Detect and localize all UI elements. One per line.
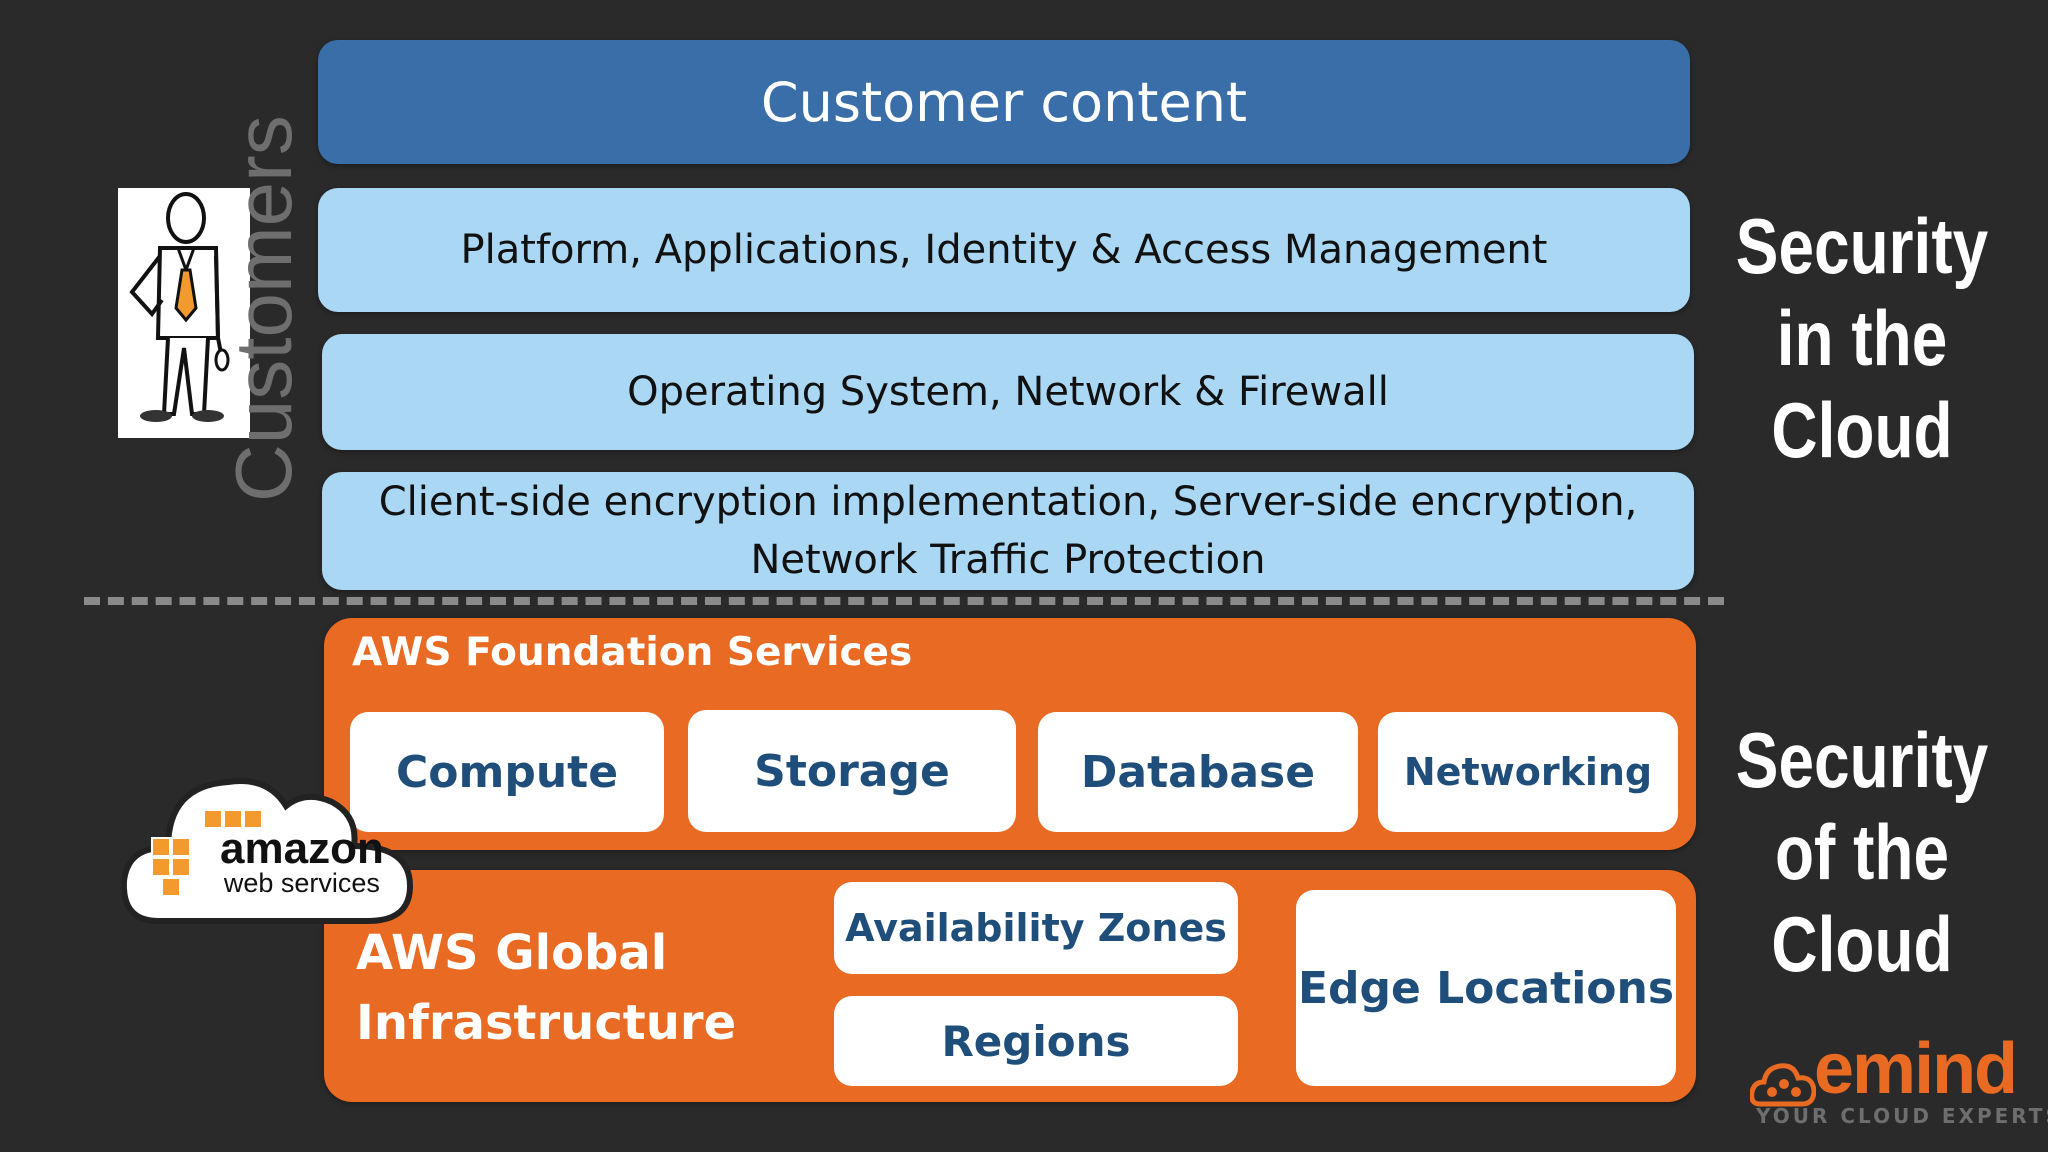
- regions-box: Regions: [834, 996, 1238, 1086]
- platform-label: Platform, Applications, Identity & Acces…: [460, 227, 1548, 273]
- compute-box: Compute: [350, 712, 664, 832]
- security-of-the-cloud-label: Security of the Cloud: [1735, 716, 1989, 988]
- os-bar: Operating System, Network & Firewall: [322, 334, 1694, 450]
- security-in-the-cloud-label: Security in the Cloud: [1735, 202, 1989, 474]
- customers-label: Customers: [219, 115, 308, 502]
- aws-global-infrastructure-panel: AWS Global Infrastructure Availability Z…: [324, 870, 1696, 1102]
- emind-logo: emind YOUR CLOUD EXPERTS: [1750, 1029, 2048, 1128]
- networking-box: Networking: [1378, 712, 1678, 832]
- stick-figure-icon: [129, 192, 230, 422]
- aws-logo-text: amazon web services: [220, 824, 384, 899]
- availability-zones-box: Availability Zones: [834, 882, 1238, 974]
- os-label: Operating System, Network & Firewall: [627, 369, 1389, 415]
- aws-global-infrastructure-title: AWS Global Infrastructure: [356, 925, 737, 1051]
- customer-content-bar: Customer content: [318, 40, 1690, 164]
- storage-box: Storage: [688, 710, 1016, 832]
- platform-bar: Platform, Applications, Identity & Acces…: [318, 188, 1690, 312]
- aws-foundation-services-panel: AWS Foundation Services Compute Storage …: [324, 618, 1696, 850]
- responsibility-divider: [84, 597, 1724, 605]
- customer-content-label: Customer content: [760, 70, 1248, 134]
- edge-locations-box: Edge Locations: [1296, 890, 1676, 1086]
- encryption-label-line1: Client-side encryption implementation, S…: [378, 479, 1638, 525]
- emind-tagline: YOUR CLOUD EXPERTS: [1756, 1104, 2048, 1128]
- aws-foundation-services-title: AWS Foundation Services: [352, 630, 913, 675]
- database-box: Database: [1038, 712, 1358, 832]
- emind-cloud-icon: [1750, 1063, 1816, 1107]
- aws-cloud-icon: [120, 778, 414, 924]
- aws-logo: amazon web services: [118, 746, 414, 926]
- encryption-bar: Client-side encryption implementation, S…: [322, 472, 1694, 590]
- customer-figure: [118, 188, 250, 438]
- emind-name: emind: [1814, 1029, 2018, 1109]
- encryption-label-line2: Network Traffic Protection: [750, 537, 1266, 583]
